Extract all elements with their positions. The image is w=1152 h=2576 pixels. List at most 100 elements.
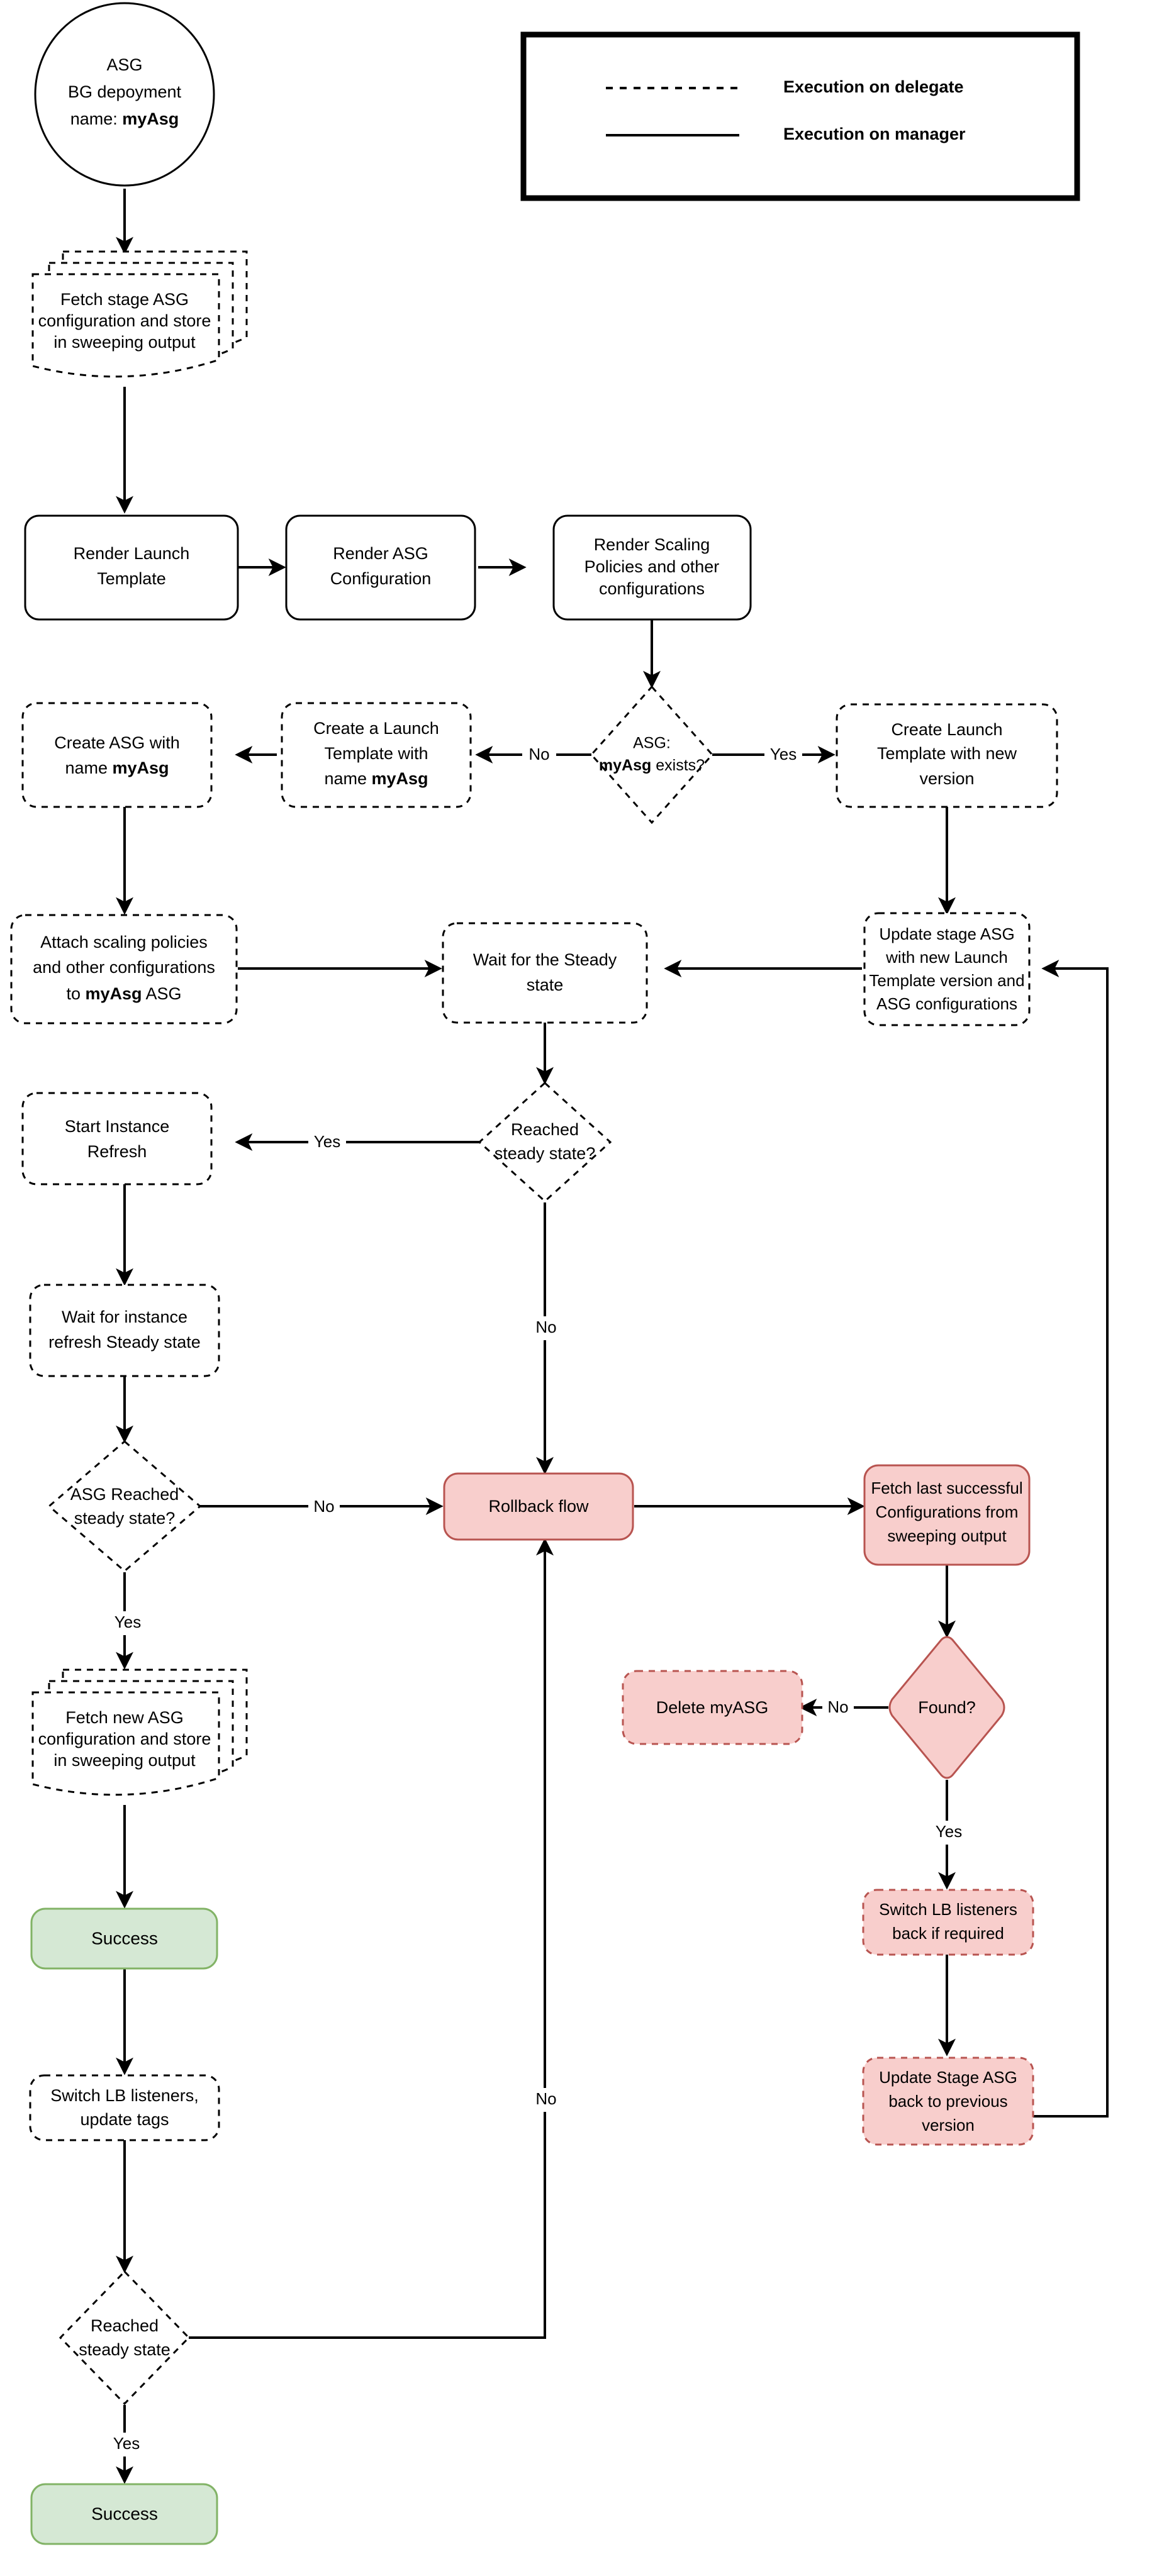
fetch-last-successful-box[interactable] [863,1464,1031,1566]
create-asg-myasg-box[interactable] [21,702,213,808]
reachedbottom-line2: steady state [79,2340,171,2359]
render-asg-config-box[interactable] [285,514,476,621]
node-render-launch-template[interactable]: Render Launch Template [24,514,239,621]
node-fetch-new-asg[interactable]: Fetch new ASG configuration and store in… [31,1668,248,1796]
node-switch-lb-update-tags[interactable]: Switch LB listeners, update tags [29,2074,220,2141]
fetch-stage-asg-line3: in sweeping output [53,333,196,352]
wait-line1: Wait for the Steady [473,950,617,969]
start-line3-prefix: name: [70,109,123,128]
start-ellipse[interactable] [34,2,215,187]
node-switch-lb-back[interactable]: Switch LB listeners back if required [862,1889,1034,1956]
render-scaling-line3: configurations [599,579,705,598]
asg-reached-steady-state-diamond[interactable] [47,1440,202,1572]
updateprev-line1: Update Stage ASG [879,2068,1017,2087]
label-bg-asgreached-yes [109,1611,147,1635]
render-launch-template-box[interactable] [24,514,239,621]
node-render-asg-config[interactable]: Render ASG Configuration [285,514,476,621]
node-update-stage-asg[interactable]: Update stage ASG with new Launch Templat… [863,912,1031,1026]
fetch-stage-asg-doc-front[interactable] [31,273,220,378]
node-success-top[interactable]: Success [30,1907,218,1970]
casg-line1: Create ASG with [54,733,180,752]
node-create-asg-myasg[interactable]: Create ASG with name myAsg [21,702,213,808]
updateprev-line3: version [922,2116,975,2135]
attach-line2: and other configurations [33,958,215,977]
asg-exists-bold: myAsg [599,757,651,774]
fetchlast-line2: Configurations from [876,1502,1019,1521]
node-fetch-last-successful[interactable]: Fetch last successful Configurations fro… [863,1464,1031,1566]
reached-steady-state-bottom-diamond[interactable] [59,2270,191,2406]
edge-labels-layer: No Yes Yes No No Yes No Yes No Yes [108,743,968,2457]
start-line2: BG depoyment [68,82,182,101]
wfir-line2: refresh Steady state [48,1333,201,1352]
switch-lb-update-tags-box[interactable] [29,2074,220,2141]
fetch-stage-asg-line1: Fetch stage ASG [60,290,189,309]
node-success-bottom[interactable]: Success [30,2483,218,2545]
attach-line3-prefix: to [66,984,85,1003]
edge-label-found-yes: Yes [936,1822,962,1841]
asg-exists-diamond[interactable] [590,685,714,824]
update-stage-asg-previous-box[interactable] [862,2057,1034,2146]
wait-instance-refresh-box[interactable] [29,1284,220,1377]
node-update-stage-asg-previous[interactable]: Update Stage ASG back to previous versio… [862,2057,1034,2146]
switch-lb-back-box[interactable] [862,1889,1034,1956]
node-render-scaling[interactable]: Render Scaling Policies and other config… [552,514,752,621]
update-stage-asg-box[interactable] [863,912,1031,1026]
delete-myasg-box[interactable] [622,1670,803,1745]
node-found[interactable]: Found? [888,1636,1005,1779]
render-scaling-box[interactable] [552,514,752,621]
node-start-instance-refresh[interactable]: Start Instance Refresh [21,1092,213,1185]
node-wait-steady-state[interactable]: Wait for the Steady state [442,922,648,1024]
casg-line2: name myAsg [65,758,169,777]
node-create-launch-template-myasg[interactable]: Create a Launch Template with name myAsg [281,702,472,808]
edge-label-asgreached-no: No [313,1497,334,1516]
render-scaling-line1: Render Scaling [594,535,710,554]
label-bg-bottom-no [530,2088,562,2112]
create-launch-template-new-version-box[interactable] [836,703,1058,808]
start-instance-refresh-box[interactable] [21,1092,213,1185]
edge-label-bottom-no: No [535,2089,556,2108]
success-bottom-box[interactable] [30,2483,218,2545]
label-bg-exists-no [522,743,556,767]
render-asg-config-line1: Render ASG [333,544,428,563]
casg-line2-prefix: name [65,758,112,777]
found-diamond[interactable] [888,1636,1005,1779]
node-asg-exists[interactable]: ASG: myAsg exists? [590,685,714,824]
cltm-line3: name myAsg [324,769,428,788]
success-top-box[interactable] [30,1907,218,1970]
cltm-line3-bold: myAsg [372,769,428,788]
cltm-line1: Create a Launch [313,719,439,738]
node-attach-scaling-policies[interactable]: Attach scaling policies and other config… [10,914,238,1024]
edge-reachedbottom-no [189,1538,554,2339]
updateprev-line2: back to previous [888,2092,1007,2111]
delete-myasg-line1: Delete myASG [656,1698,769,1717]
reached-steady-state-diamond[interactable] [478,1081,612,1203]
start-line1: ASG [106,55,142,74]
node-reached-steady-state[interactable]: Reached steady state? [478,1081,612,1203]
node-start[interactable]: ASG BG depoyment name: myAsg [34,2,215,187]
edge-label-bottom-yes: Yes [113,2434,140,2453]
label-bg-reached-yes [308,1131,346,1155]
reachedbottom-line1: Reached [91,2316,159,2335]
node-rollback-flow[interactable]: Rollback flow [443,1472,634,1541]
node-asg-reached-steady-state[interactable]: ASG Reached steady state? [47,1440,202,1572]
node-reached-steady-state-bottom[interactable]: Reached steady state [59,2270,191,2406]
node-delete-myasg[interactable]: Delete myASG [622,1670,803,1745]
success-top-line1: Success [91,1928,158,1948]
attach-scaling-policies-box[interactable] [10,914,238,1024]
fetchnew-line2: configuration and store [38,1729,211,1748]
fetch-new-asg-doc-front[interactable] [31,1691,220,1796]
rollback-flow-box[interactable] [443,1472,634,1541]
cltm-line3-prefix: name [324,769,371,788]
legend: Execution on delegate Execution on manag… [520,31,1080,201]
wait-steady-state-box[interactable] [442,922,648,1024]
fetchnew-line1: Fetch new ASG [65,1708,184,1727]
update-stage-line4: ASG configurations [876,994,1017,1013]
node-create-launch-template-new-version[interactable]: Create Launch Template with new version [836,703,1058,808]
create-launch-template-myasg-box[interactable] [281,702,472,808]
render-asg-config-line2: Configuration [330,569,432,588]
render-launch-template-line1: Render Launch [74,544,190,563]
node-wait-instance-refresh[interactable]: Wait for instance refresh Steady state [29,1284,220,1377]
node-fetch-stage-asg[interactable]: Fetch stage ASG configuration and store … [31,250,248,378]
